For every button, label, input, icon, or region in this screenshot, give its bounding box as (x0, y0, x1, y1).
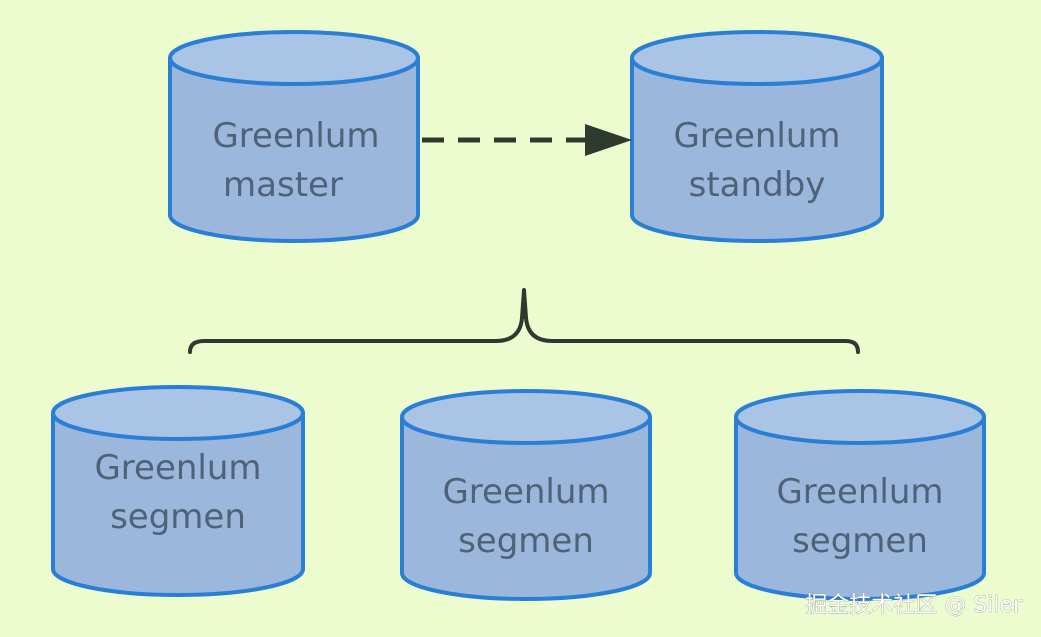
node-segment-3: Greenlum segmen (734, 389, 986, 601)
cylinder-body (630, 58, 884, 243)
node-segment-2-label-line1: Greenlum (442, 472, 609, 512)
edge-master-to-standby (422, 124, 632, 156)
cylinder-body (168, 58, 420, 243)
node-segment-2: Greenlum segmen (400, 389, 652, 601)
node-standby-label-line2: standby (689, 165, 826, 205)
cylinder-top (630, 30, 884, 86)
node-master: Greenlum master (168, 30, 420, 243)
node-segment-1: Greenlum segmen (51, 385, 305, 597)
node-segment-2-label-line2: segmen (458, 521, 594, 561)
node-master-label-line1: Greenlum (212, 116, 379, 156)
cylinder-body (400, 417, 652, 601)
node-master-label-line2: master (223, 165, 343, 205)
node-segment-1-label-line1: Greenlum (94, 448, 261, 488)
node-segment-3-label-line2: segmen (792, 521, 928, 561)
cylinder-top (168, 30, 420, 86)
cylinder-top (51, 385, 305, 441)
node-segment-3-label-line1: Greenlum (776, 472, 943, 512)
watermark-text: 掘金技术社区 @ Siler (805, 593, 1023, 618)
cylinder-top (400, 389, 652, 445)
cylinder-body (51, 413, 305, 597)
arrowhead-icon (585, 124, 632, 156)
node-segment-1-label-line2: segmen (110, 497, 246, 537)
node-standby-label-line1: Greenlum (673, 116, 840, 156)
cylinder-body (734, 417, 986, 601)
node-standby: Greenlum standby (630, 30, 884, 243)
cylinder-top (734, 389, 986, 445)
group-brace (188, 288, 860, 354)
